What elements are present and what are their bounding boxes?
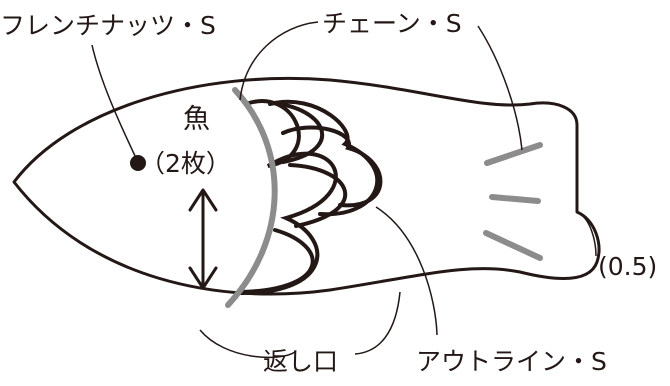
scale-arc-middle — [288, 163, 348, 228]
scale-row-2 — [268, 99, 380, 217]
label-french-knot: フレンチナッツ・S — [0, 11, 216, 40]
leader-return-2 — [354, 291, 401, 355]
label-piece-name: 魚 — [183, 104, 210, 135]
fish-body-outline — [12, 76, 601, 296]
gill-chain-stitch — [225, 87, 278, 308]
label-chain: チェーン・S — [322, 9, 462, 38]
leader-outline — [375, 206, 438, 336]
tail-stripes — [483, 142, 543, 261]
tail-stripe-top — [484, 142, 543, 166]
scales — [238, 99, 383, 296]
scale-row-3 — [281, 125, 383, 208]
scale-arc-top — [270, 101, 325, 164]
leader-return — [199, 329, 296, 359]
label-return-opening: 返し口 — [263, 347, 338, 376]
leader-chain-tail — [477, 25, 523, 151]
leader-chain — [239, 21, 319, 101]
leader-seam — [579, 213, 597, 257]
leader-lines — [91, 21, 597, 359]
tail-stripe-middle — [489, 194, 541, 204]
scale-arc-bottom — [238, 228, 315, 294]
label-seam-allowance: (0.5) — [598, 252, 657, 281]
direction-arrow — [188, 188, 218, 290]
tail-stripe-bottom — [483, 230, 543, 261]
label-outline: アウトライン・S — [416, 347, 607, 376]
label-piece-count: （2枚） — [140, 149, 231, 178]
eye-french-knot — [130, 155, 146, 171]
leader-french-knot — [91, 44, 137, 159]
